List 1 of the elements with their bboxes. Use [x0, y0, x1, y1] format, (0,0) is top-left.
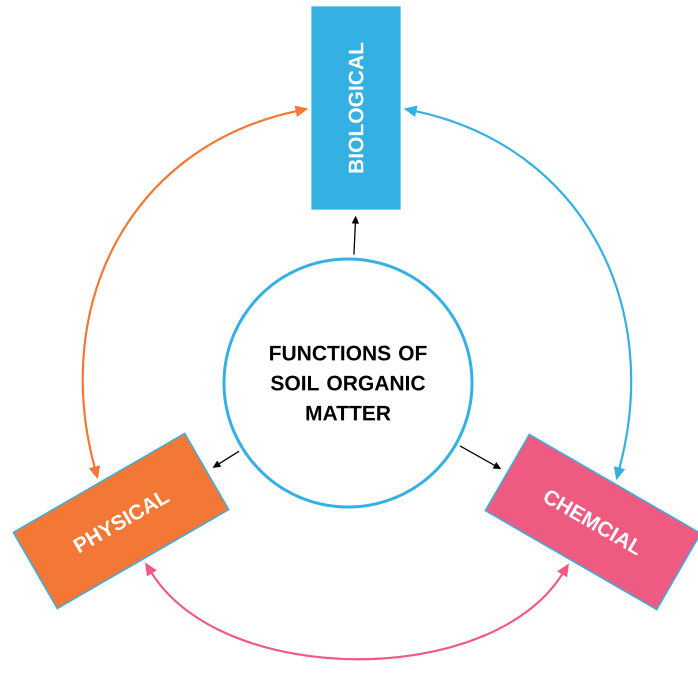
category-box: BIOLOGICAL [311, 6, 401, 210]
